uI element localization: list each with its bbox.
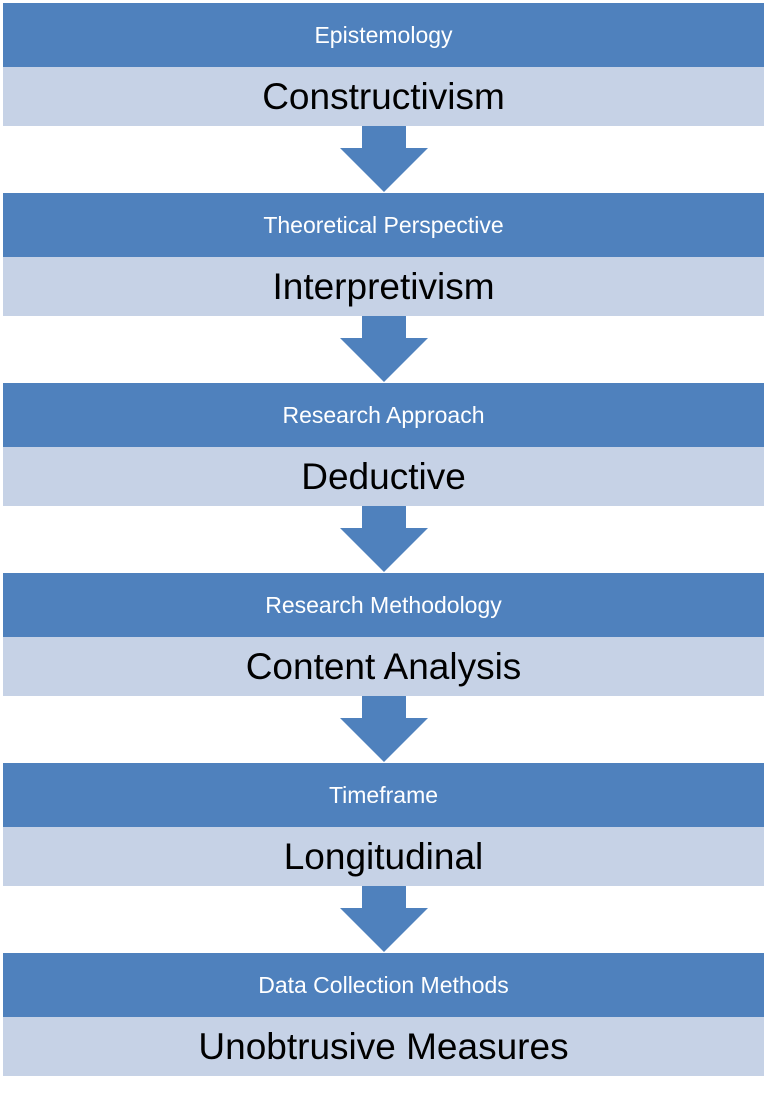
stage-value: Constructivism <box>3 67 764 126</box>
stage-category: Theoretical Perspective <box>3 193 764 257</box>
stage-category: Epistemology <box>3 3 764 67</box>
stage-category: Research Methodology <box>3 573 764 637</box>
stage-research-methodology: Research Methodology Content Analysis <box>3 573 764 696</box>
stage-category: Research Approach <box>3 383 764 447</box>
stage-data-collection-methods: Data Collection Methods Unobtrusive Meas… <box>3 953 764 1076</box>
down-arrow-icon <box>340 696 428 762</box>
stage-value: Content Analysis <box>3 637 764 696</box>
down-arrow-icon <box>340 886 428 952</box>
stage-value: Deductive <box>3 447 764 506</box>
stage-category: Timeframe <box>3 763 764 827</box>
stage-theoretical-perspective: Theoretical Perspective Interpretivism <box>3 193 764 316</box>
stage-value: Longitudinal <box>3 827 764 886</box>
stage-category: Data Collection Methods <box>3 953 764 1017</box>
stage-epistemology: Epistemology Constructivism <box>3 3 764 126</box>
stage-timeframe: Timeframe Longitudinal <box>3 763 764 886</box>
down-arrow-icon <box>340 126 428 192</box>
down-arrow-icon <box>340 506 428 572</box>
stage-value: Interpretivism <box>3 257 764 316</box>
stage-research-approach: Research Approach Deductive <box>3 383 764 506</box>
stage-value: Unobtrusive Measures <box>3 1017 764 1076</box>
down-arrow-icon <box>340 316 428 382</box>
